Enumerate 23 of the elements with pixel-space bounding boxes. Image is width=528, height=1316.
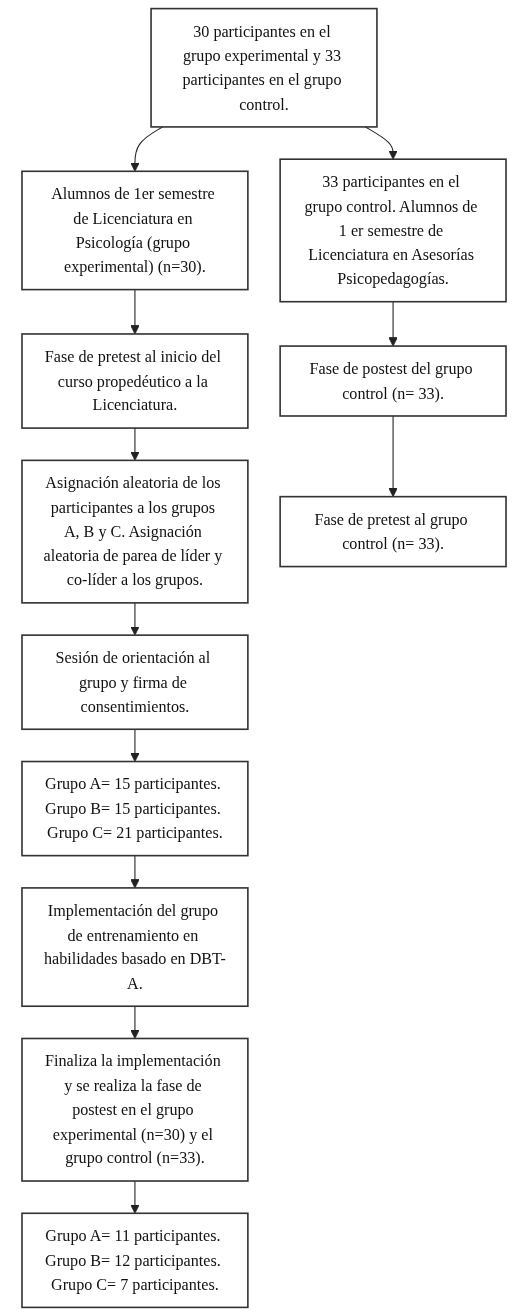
arrow <box>130 602 140 636</box>
arrow <box>364 126 398 160</box>
node-box: Finaliza la implementación y se realiza la fase de postest en el grupo experimental (n=30) y el grupo control (n=33). <box>21 1037 249 1182</box>
node-box: Fase de pretest al inicio del curso propedéutico a la Licenciatura. <box>21 333 249 429</box>
arrow <box>130 1005 140 1039</box>
arrow <box>130 1180 140 1214</box>
node-box: 33 participantes en el grupo control. Alumnos de 1 er semestre de Licenciatura en Asesorías Psicopedagogías. <box>279 158 507 303</box>
arrow <box>130 126 164 172</box>
arrow <box>130 728 140 762</box>
node-box: Grupo A= 15 participantes. Grupo B= 15 participantes. Grupo C= 21 participantes. <box>21 760 249 857</box>
arrow <box>130 855 140 889</box>
node-box: Asignación aleatoria de los participantes a los grupos A, B y C. Asignación aleatoria de parea de líder y co-líder a los grupos. <box>21 459 249 604</box>
node-box: Grupo A= 11 participantes. Grupo B= 12 participantes. Grupo C= 7 participantes. <box>21 1212 249 1309</box>
node-box: Alumnos de 1er semestre de Licenciatura en Psicología (grupo experimental) (n=30). <box>21 170 249 291</box>
node-box: Sesión de orientación al grupo y firma de consentimientos. <box>21 634 249 731</box>
node-box: Fase de postest del grupo control (n= 33). <box>279 345 507 417</box>
node-box: Implementación del grupo de entrenamiento en habilidades basado en DBT-A. <box>21 887 249 1008</box>
arrow <box>130 289 140 335</box>
node-box: Fase de pretest al grupo control (n= 33). <box>279 495 507 568</box>
node-box: 30 participantes en el grupo experimental y 33 participantes en el grupo control. <box>150 7 378 128</box>
arrow <box>388 301 398 347</box>
arrow <box>130 427 140 461</box>
arrow <box>388 415 398 498</box>
